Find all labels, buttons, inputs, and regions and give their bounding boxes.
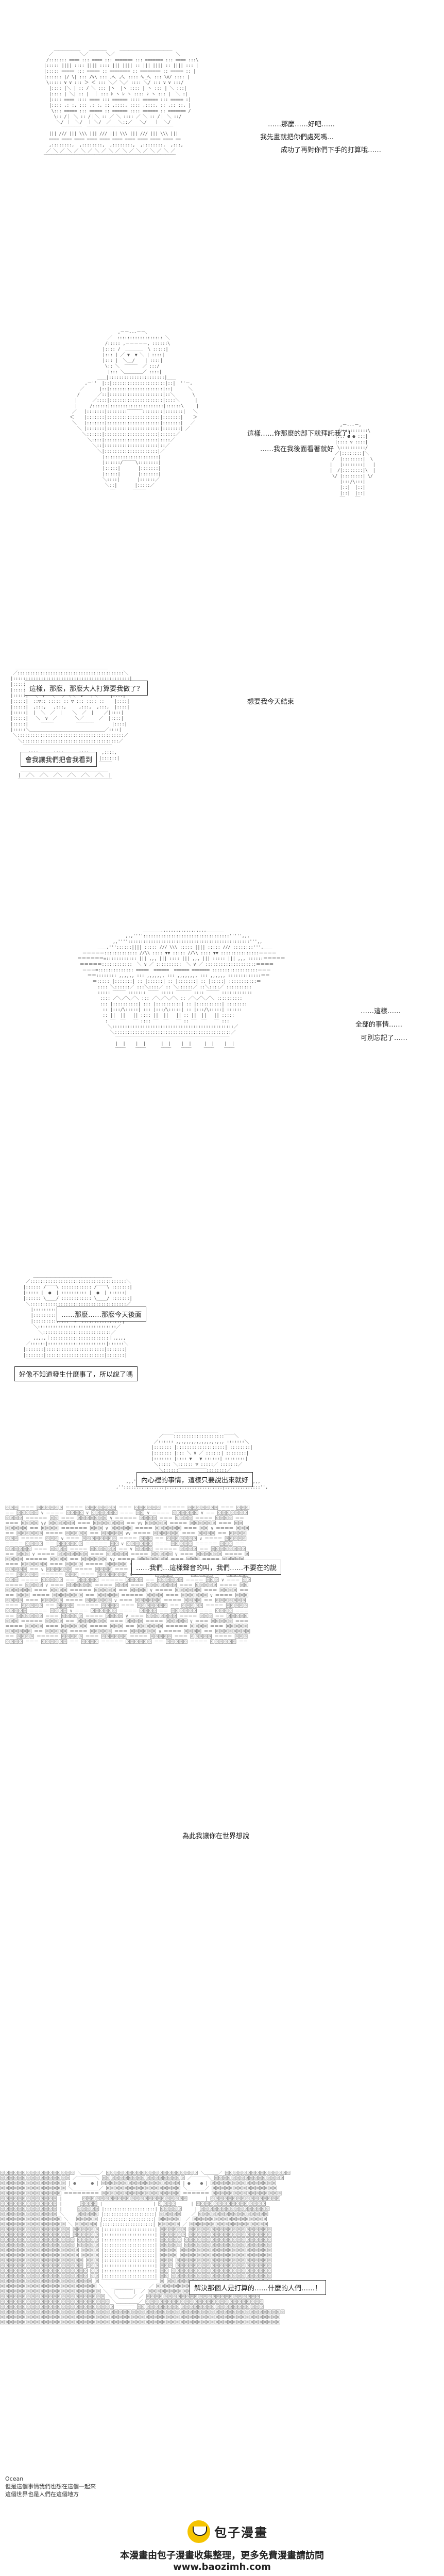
- ascii-art-side-character: ,－‐‐‐－, /:::::::::::\ |::: ● ● :::| |:::…: [330, 423, 375, 502]
- dialogue-box-top: ……那麼……那麼今天後面: [57, 1307, 147, 1322]
- ascii-art-title: ＿＿＿＿＿＿ ＿＿＿＿ ＿＿＿＿＿＿＿＿＿＿＿＿ ／ ＼／ ＼／ ＼ /::::…: [43, 46, 199, 159]
- brand-name: 包子漫畫: [214, 2525, 268, 2540]
- panel-7: 為此我讓你在世界想說: [0, 1820, 444, 1851]
- ascii-art-background: 回回回回回回回回回回回回回回回回回 ＼＿＿＿＿／ 回回回回回回回回回回回回回回回…: [0, 2171, 291, 2325]
- panel-3: ＿＿＿＿＿＿＿＿＿＿＿＿＿＿＿＿＿＿＿＿＿ ／:::::::::::::::::…: [0, 665, 444, 789]
- caption-line-2: 我先畫就把你們處死嗎…: [260, 134, 334, 141]
- panel-5: ＿＿＿＿＿＿＿＿＿＿＿＿＿＿＿＿＿＿ ／::::::::::::::::::::…: [0, 1274, 444, 1408]
- panel-2: ,－－‐‐‐－－､ ／ :::::::::::::::::: ＼ /::::: …: [0, 330, 444, 552]
- smile-icon: [193, 2527, 207, 2536]
- dialogue-box-bottom: 好像不知道發生什麼事了，所以說了嗎: [14, 1366, 138, 1381]
- centered-caption: 為此我讓你在世界想說: [182, 1832, 250, 1840]
- dialogue-box: 解決那個人是打算的……什麼的人們……！: [190, 2280, 327, 2295]
- caption-line-1: ……這樣……: [361, 1008, 401, 1015]
- panel-4: ＿＿＿＿,,,,,,,,,,,,,,,,,,＿＿＿＿ ,,,''''::::::…: [0, 928, 444, 1150]
- caption-line-2: 全部的事情……: [355, 1021, 403, 1029]
- dialogue-box-top: 內心裡的事情，這樣只要說出來就好: [136, 1472, 253, 1487]
- ascii-art-figure: ,－－‐‐‐－－､ ／ :::::::::::::::::: ＼ /::::: …: [69, 330, 199, 494]
- caption-line-1: ……那麼……好吧……: [268, 121, 335, 128]
- note-line-1: Ocean: [5, 2475, 24, 2482]
- footer-url[interactable]: www.baozimh.com: [173, 2562, 271, 2572]
- caption-line-2: ……我在我後面看著就好: [260, 445, 334, 453]
- note-line-3: 這個世界也是人們在這個地方: [5, 2491, 79, 2498]
- author-notes: Ocean 但是這個事情我們也想在這個一起來 這個世界也是人們在這個地方: [5, 2475, 96, 2498]
- panel-6: ＿＿＿＿＿＿＿＿＿＿ ／‾‾‾‾::::::::::::::::::::‾‾‾‾…: [0, 1428, 444, 1645]
- bun-logo-icon: [187, 2520, 210, 2543]
- panel-1: ＿＿＿＿＿＿ ＿＿＿＿ ＿＿＿＿＿＿＿＿＿＿＿＿ ／ ＼／ ＼／ ＼ /::::…: [0, 46, 444, 196]
- dialogue-box-top: 這樣，那麼，那麼大人打算要我做了？: [25, 681, 148, 696]
- dialogue-box-bottom: ……我們…這樣聲音的叫，我們……不要在的說: [131, 1560, 282, 1575]
- ascii-art-character: ＿＿＿＿＿＿＿＿＿＿＿＿＿＿＿＿＿＿ ／::::::::::::::::::::…: [21, 1274, 132, 1381]
- caption-line-3: 成功了再對你們下手的打算哦……: [281, 146, 382, 154]
- dialogue-box-bottom: 會我讓我們把會我看到: [21, 752, 97, 767]
- side-caption: 想要我今天結束: [247, 698, 295, 706]
- footer-tagline: 本漫畫由包子漫畫收集整理，更多免費漫畫請訪問: [120, 2550, 324, 2561]
- ascii-art-scene: ＿＿＿＿,,,,,,,,,,,,,,,,,,＿＿＿＿ ,,,''''::::::…: [77, 928, 285, 1052]
- note-line-2: 但是這個事情我們也想在這個一起來: [5, 2483, 96, 2490]
- footer-watermark: 包子漫畫 本漫畫由包子漫畫收集整理，更多免費漫畫請訪問 www.baozimh.…: [0, 2516, 444, 2576]
- panel-8: 回回回回回回回回回回回回回回回回回 ＼＿＿＿＿／ 回回回回回回回回回回回回回回回…: [0, 2171, 444, 2511]
- caption-line-1: 這樣……你那麼的部下就拜託我了！: [247, 430, 355, 438]
- caption-line-3: 可別忘記了……: [361, 1034, 408, 1042]
- ascii-art-crowd: 回回回 ＝＝＝ 回回回回回回 ＝＝＝＝ 回回回回回回回 ＝＝＝ 回回回回回回 ＝…: [5, 1506, 251, 1645]
